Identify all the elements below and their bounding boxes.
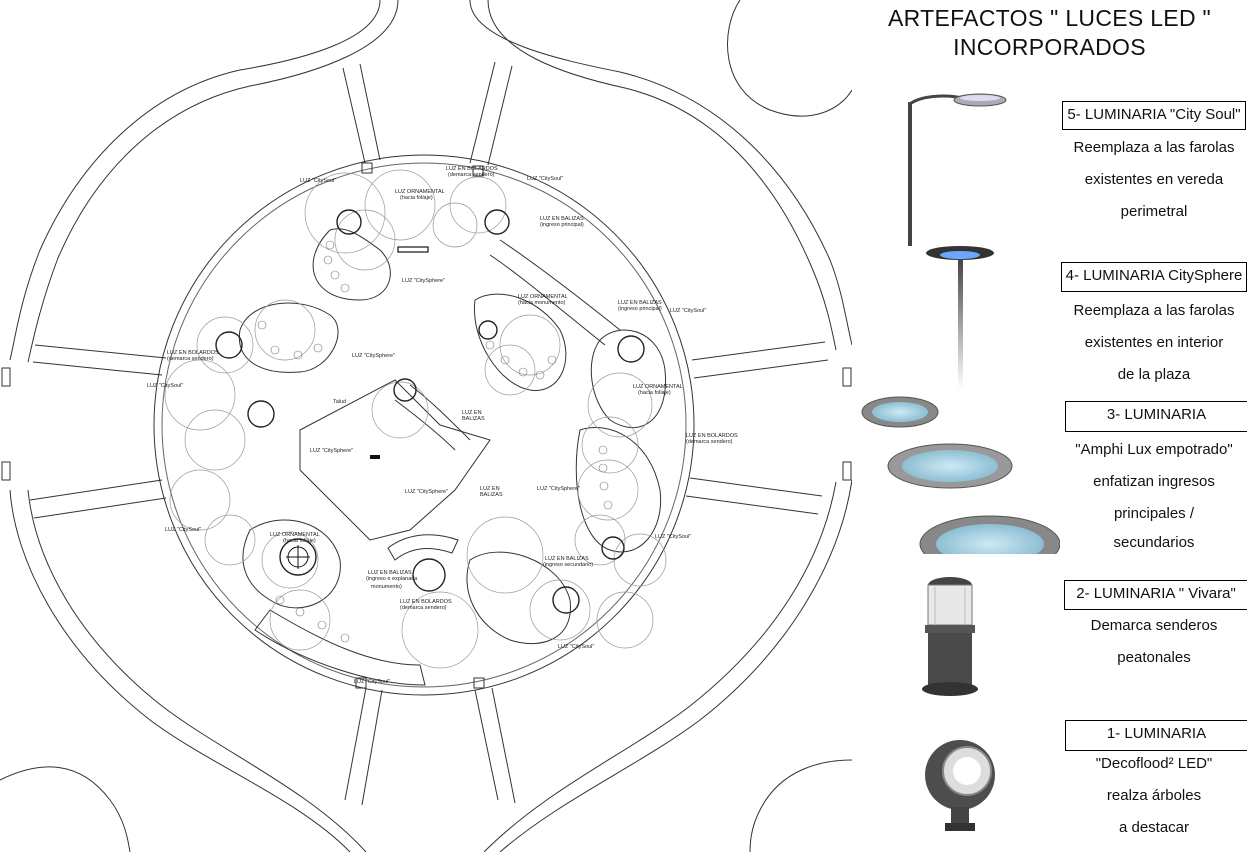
label-balizas-center2: LUZ EN <box>480 486 500 492</box>
amphi-lux-recessed-luminaire-icon <box>861 396 1060 554</box>
label-citysoul-a: LUZ "CitySoul" <box>300 178 336 184</box>
label-bolardos-bottom-sub: (demarca sendero) <box>400 605 447 611</box>
label-baliza-right-sub: (ingreso principal) <box>618 306 662 312</box>
fixture-2-desc: Demarca senderos peatonales <box>1062 610 1246 674</box>
fixture-1-line: a destacar <box>1118 819 1190 836</box>
label-orn-right: LUZ ORNAMENTAL <box>633 384 683 390</box>
label-citysoul-right: LUZ "CitySoul" <box>670 308 706 314</box>
fixture-4-line: Reemplaza a las farolas <box>1073 302 1235 319</box>
label-bolardos-top-sub: (demarca sendero) <box>448 172 495 178</box>
label-orn-mid: LUZ ORNAMENTAL <box>518 294 568 300</box>
label-orn-top: LUZ ORNAMENTAL <box>395 189 445 195</box>
fixture-2-label: 2- LUMINARIA " Vivara" <box>1064 580 1247 610</box>
fixture-3-line: principales / <box>1113 505 1195 522</box>
label-citysoul-bottom-right: LUZ "CitySoul" <box>558 644 594 650</box>
label-bolardos-right: LUZ EN BOLARDOS <box>686 433 738 439</box>
fixture-3-line: enfatizan ingresos <box>1093 473 1215 490</box>
label-citysphere-center2: LUZ "CitySphere" <box>405 489 448 495</box>
fixture-5-label: 5- LUMINARIA "City Soul" <box>1062 101 1246 130</box>
label-bolardos-left-sub: (demarca sendero) <box>167 356 214 362</box>
label-bolardos-top: LUZ EN BOLARDOS <box>446 166 498 172</box>
city-soul-luminaire-icon <box>908 93 1007 246</box>
label-baliza-sec-sub: (ingreso secundario) <box>543 562 593 568</box>
fixture-4-line: de la plaza <box>1117 366 1191 383</box>
label-citysphere-center: LUZ "CitySphere" <box>310 448 353 454</box>
label-orn-ll-sub: (hacia follaje) <box>283 538 316 544</box>
citysphere-luminaire-icon <box>926 246 994 389</box>
fixture-3-line: secundarios <box>1113 534 1195 551</box>
label-orn-mid-sub: (hacia monumento) <box>518 300 566 306</box>
label-citysphere-right: LUZ "CitySphere" <box>537 486 580 492</box>
label-bolardos-left: LUZ EN BOLARDOS <box>167 350 219 356</box>
legend-title-line2: INCORPORADOS <box>953 34 1146 60</box>
legend-title-line1: ARTEFACTOS " LUCES LED " <box>887 5 1212 31</box>
label-bolardos-right-sub: (demarca sendero) <box>686 439 733 445</box>
label-baliza-sec: LUZ EN BALIZAS <box>545 556 589 562</box>
label-orn-top-sub: (hacia follaje) <box>400 195 433 201</box>
label-orn-right-sub: (hacia follaje) <box>638 390 671 396</box>
fixture-3-desc: "Amphi Lux empotrado" enfatizan ingresos… <box>1062 434 1246 556</box>
fixture-5-desc: Reemplaza a las farolas existentes en ve… <box>1062 132 1246 228</box>
fixture-3-label: 3- LUMINARIA <box>1065 401 1247 432</box>
label-balizas-center: LUZ EN <box>462 410 482 416</box>
label-citysoul-bottom: LUZ "CitySoul" <box>354 679 390 685</box>
fixture-1-line: realza árboles <box>1106 787 1202 804</box>
label-balizas-center2-sub: BALIZAS <box>480 492 503 498</box>
plaza-lighting-plan: LUZ EN BOLARDOS (demarca sendero) LUZ EN… <box>0 0 852 852</box>
label-citysoul-left: LUZ "CitySoul" <box>147 383 183 389</box>
fixture-3-line: "Amphi Lux empotrado" <box>1075 441 1233 458</box>
fixture-4-label: 4- LUMINARIA CitySphere <box>1061 262 1247 292</box>
fixture-4-desc: Reemplaza a las farolas existentes en in… <box>1064 295 1244 391</box>
vivara-bollard-luminaire-icon <box>922 577 978 696</box>
label-baliza-bottom-sub: (ingreso e explanada <box>366 576 418 582</box>
fixture-2-line: Demarca senderos <box>1090 617 1218 634</box>
label-orn-ll: LUZ ORNAMENTAL <box>270 532 320 538</box>
label-baliza-right: LUZ EN BALIZAS <box>618 300 662 306</box>
decoflood-spotlight-luminaire-icon <box>925 740 995 831</box>
label-baliza-bottom: LUZ EN BALIZAS <box>368 570 412 576</box>
fixture-1-label: 1- LUMINARIA <box>1065 720 1247 751</box>
label-talud: Talud <box>333 399 346 405</box>
label-citysphere-b: LUZ "CitySphere" <box>352 353 395 359</box>
fixture-1-line: "Decoflood² LED" <box>1095 755 1213 772</box>
label-baliza-bottom-sub2: monumento) <box>371 584 402 590</box>
fixture-1-desc: "Decoflood² LED" realza árboles a destac… <box>1062 748 1246 844</box>
fixture-5-line: perimetral <box>1120 203 1188 220</box>
legend-title: ARTEFACTOS " LUCES LED " INCORPORADOS <box>852 4 1247 62</box>
fixture-4-line: existentes en interior <box>1084 334 1224 351</box>
fixture-2-line: peatonales <box>1117 649 1191 666</box>
label-citysoul-ll: LUZ "CitySoul" <box>165 527 201 533</box>
label-balizas-center-sub: BALIZAS <box>462 416 485 422</box>
label-citysphere-a: LUZ "CitySphere" <box>402 278 445 284</box>
label-citysoul-lr: LUZ "CitySoul" <box>655 534 691 540</box>
label-baliza-top-sub: (ingreso principal) <box>540 222 584 228</box>
label-bolardos-bottom: LUZ EN BOLARDOS <box>400 599 452 605</box>
label-baliza-top: LUZ EN BALIZAS <box>540 216 584 222</box>
label-citysoul-b: LUZ "CitySoul" <box>527 176 563 182</box>
fixture-5-line: Reemplaza a las farolas <box>1073 139 1235 156</box>
fixture-5-line: existentes en vereda <box>1084 171 1224 188</box>
